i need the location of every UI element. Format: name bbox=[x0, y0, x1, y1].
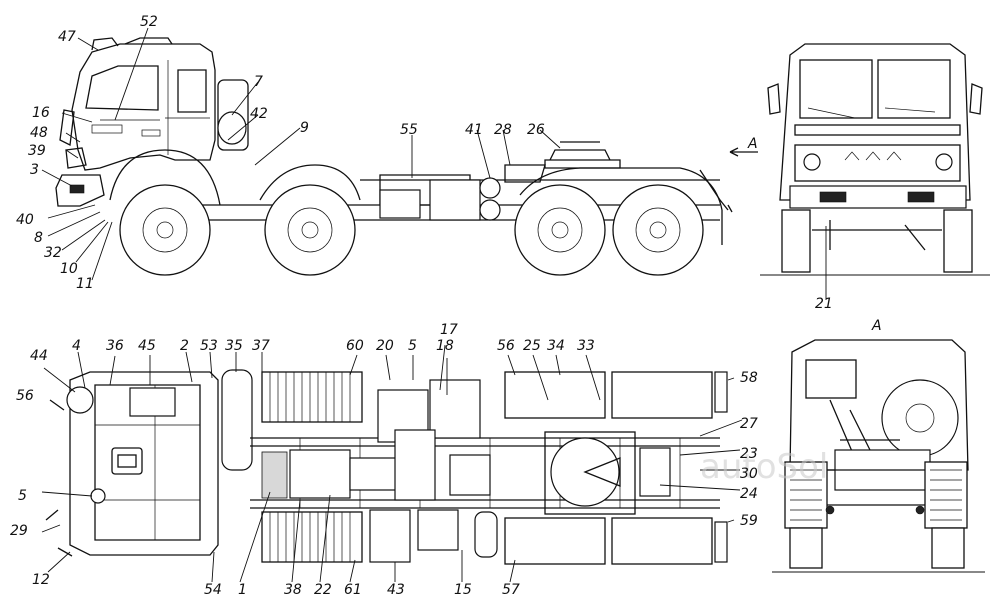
callout-34: 34 bbox=[547, 338, 565, 354]
callout-44: 44 bbox=[30, 348, 48, 364]
cab-side-window bbox=[177, 69, 207, 113]
watermark: autoSol bbox=[700, 447, 828, 487]
callout-35: 35 bbox=[225, 338, 243, 354]
view-a-label-side: A bbox=[747, 136, 758, 152]
callout-60: 60 bbox=[346, 338, 364, 354]
callout-52: 52 bbox=[140, 14, 158, 30]
callout-29: 29 bbox=[10, 523, 28, 539]
callout-40: 40 bbox=[16, 212, 34, 228]
callout-61: 61 bbox=[344, 582, 362, 598]
callout-38: 38 bbox=[284, 582, 302, 598]
callout-20: 20 bbox=[376, 338, 394, 354]
callout-56-left: 56 bbox=[16, 388, 34, 404]
callout-57: 57 bbox=[502, 582, 520, 598]
callout-18: 18 bbox=[436, 338, 454, 354]
callout-12: 12 bbox=[32, 572, 50, 588]
callout-labels: 52 47 16 48 39 3 40 8 32 10 11 7 42 9 55… bbox=[10, 14, 882, 598]
callout-33: 33 bbox=[577, 338, 595, 354]
top-tires bbox=[261, 371, 713, 565]
cab-outline bbox=[71, 43, 216, 171]
callout-28: 28 bbox=[494, 122, 512, 138]
callout-45: 45 bbox=[138, 338, 156, 354]
callout-23: 23 bbox=[740, 446, 758, 462]
callout-10: 10 bbox=[60, 261, 78, 277]
callout-2: 2 bbox=[180, 338, 189, 354]
engine-top bbox=[289, 449, 351, 499]
callout-32: 32 bbox=[44, 245, 62, 261]
callout-55: 55 bbox=[400, 122, 418, 138]
fifth-wheel bbox=[544, 141, 621, 169]
callout-30: 30 bbox=[740, 466, 758, 482]
callout-5-left: 5 bbox=[18, 488, 27, 504]
callout-26: 26 bbox=[527, 122, 545, 138]
callout-59: 59 bbox=[740, 513, 758, 529]
callout-25: 25 bbox=[523, 338, 541, 354]
callout-21: 21 bbox=[815, 296, 833, 312]
callout-11: 11 bbox=[76, 276, 94, 292]
air-filter-top bbox=[221, 369, 253, 471]
callout-9: 9 bbox=[300, 120, 309, 136]
callout-3: 3 bbox=[30, 162, 39, 178]
callout-43: 43 bbox=[387, 582, 405, 598]
callout-58: 58 bbox=[740, 370, 758, 386]
callout-22: 22 bbox=[314, 582, 332, 598]
callout-53: 53 bbox=[200, 338, 218, 354]
callout-7: 7 bbox=[254, 74, 263, 90]
frame-rails-top bbox=[250, 437, 720, 509]
callout-54: 54 bbox=[204, 582, 222, 598]
front-bumper-front bbox=[789, 185, 967, 209]
callout-27: 27 bbox=[740, 416, 758, 432]
callout-41: 41 bbox=[465, 122, 483, 138]
air-filter bbox=[217, 111, 247, 145]
rear-view: autoSol bbox=[700, 339, 985, 573]
side-view bbox=[41, 27, 733, 281]
front-windshield-left bbox=[799, 59, 873, 119]
front-wheel-arch bbox=[109, 149, 221, 206]
callout-4: 4 bbox=[72, 338, 81, 354]
callout-56-top: 56 bbox=[497, 338, 515, 354]
callout-15: 15 bbox=[454, 582, 472, 598]
cab-windshield bbox=[85, 65, 159, 111]
top-view bbox=[41, 344, 743, 583]
callout-17: 17 bbox=[440, 322, 458, 338]
callout-47: 47 bbox=[58, 29, 76, 45]
cab-roof-top bbox=[69, 371, 219, 556]
front-cab-outline bbox=[779, 43, 971, 201]
fuel-tank-side bbox=[379, 189, 421, 219]
callout-37: 37 bbox=[252, 338, 270, 354]
callout-1: 1 bbox=[238, 582, 247, 598]
spare-wheel-rear bbox=[881, 379, 959, 457]
front-view bbox=[729, 43, 990, 300]
front-bumper bbox=[55, 174, 105, 207]
roof-hatch bbox=[111, 447, 143, 475]
callout-16: 16 bbox=[32, 105, 50, 121]
callout-39: 39 bbox=[28, 143, 46, 159]
callout-36: 36 bbox=[106, 338, 124, 354]
callout-8: 8 bbox=[34, 230, 43, 246]
callout-48: 48 bbox=[30, 125, 48, 141]
front-windshield-right bbox=[877, 59, 951, 119]
view-a-label-rear: A bbox=[871, 318, 882, 334]
callout-5-top: 5 bbox=[408, 338, 417, 354]
front-grille bbox=[794, 144, 961, 182]
view-a-arrow bbox=[729, 147, 758, 157]
callout-42: 42 bbox=[250, 106, 268, 122]
callout-24: 24 bbox=[740, 486, 758, 502]
side-wheels bbox=[119, 184, 704, 276]
